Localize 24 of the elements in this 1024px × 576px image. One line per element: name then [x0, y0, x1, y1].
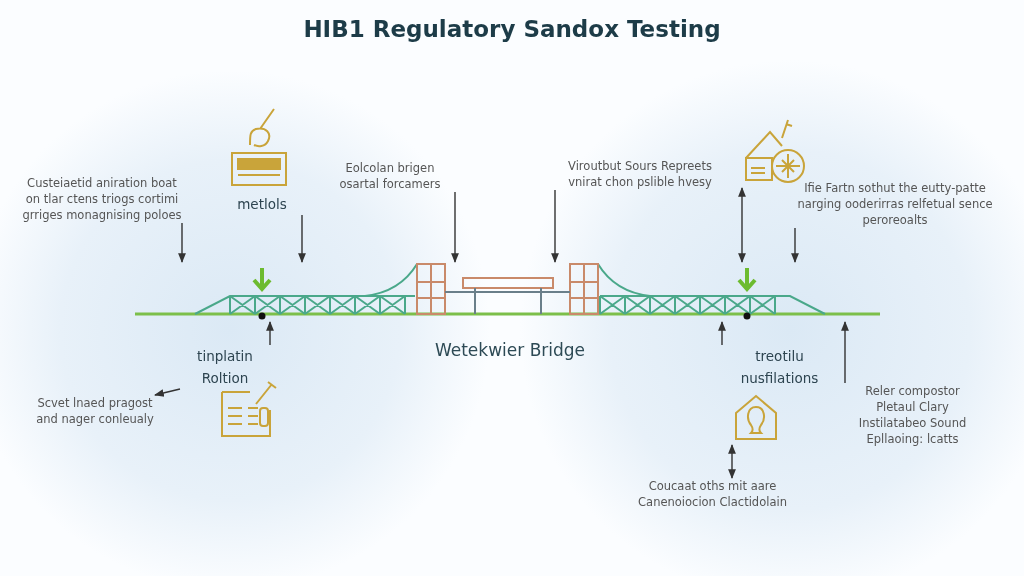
leader-line: [154, 388, 181, 397]
callout-text: treotilu nusfilations: [722, 345, 837, 389]
diagram-title: HIB1 Regulatory Sandox Testing: [303, 16, 721, 42]
callout-text: metlols: [222, 193, 302, 215]
leader-line: [728, 444, 736, 479]
callout-text: Ifie Fartn sothut the eutty-patte narging ooderirras relfetual sence peroreoalts: [795, 180, 995, 228]
leader-line: [266, 321, 274, 346]
leader-line: [841, 321, 849, 384]
callout-text: Coucaat oths mit aare Canenoiocion Clactidolain: [630, 478, 795, 510]
callout-text: tinplatin Roltion: [180, 345, 270, 389]
leader-line: [718, 321, 726, 346]
callout-text: Reler compostor Pletaul Clary Instilatabeo Sound Epllaoing: lcatts: [845, 383, 980, 447]
callout-text: Eolcolan brigen osartal forcamers: [325, 160, 455, 192]
leader-line: [791, 227, 799, 263]
callout-text: Viroutbut Sours Repreets vnirat chon pslible hvesy: [555, 158, 725, 190]
bridge-name: Wetekwier Bridge: [434, 340, 586, 360]
leader-line: [451, 191, 459, 263]
bridge-drawing: [135, 262, 880, 322]
callout-text: Scvet lnaed pragost and nager conleualy: [35, 395, 155, 427]
leader-line: [298, 214, 306, 263]
leader-line: [738, 187, 746, 263]
callout-text: Custeiaetid aniration boat on tlar ctens triogs cortimi grriges monagnising poloes: [22, 175, 182, 223]
leader-line: [551, 189, 559, 263]
leader-line: [178, 222, 186, 263]
